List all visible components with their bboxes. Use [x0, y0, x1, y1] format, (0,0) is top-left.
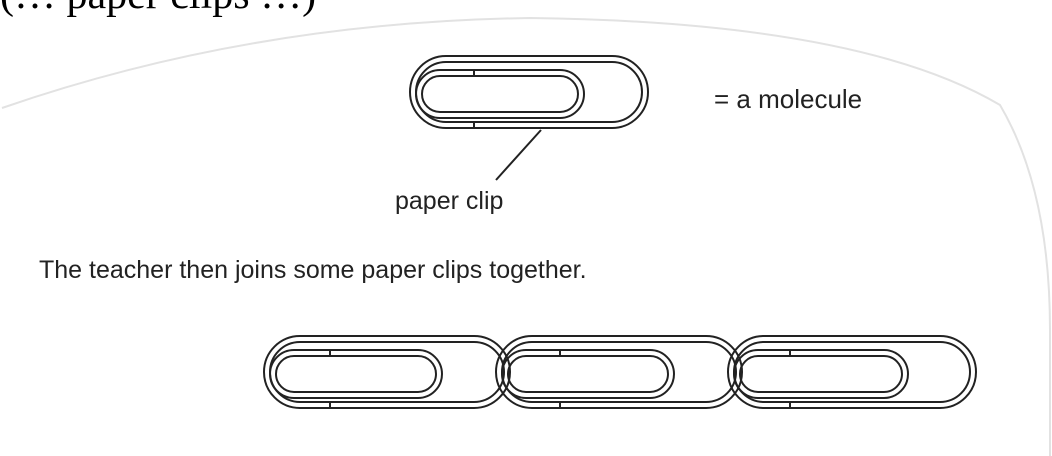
chain-clip-3 — [727, 335, 977, 409]
chain-clip-1 — [263, 335, 511, 409]
instruction-sentence: The teacher then joins some paper clips … — [39, 256, 587, 284]
paper-clip-label: paper clip — [395, 187, 504, 215]
cropped-heading: (… paper clips …) — [0, 0, 316, 16]
chain-clip-2 — [495, 335, 743, 409]
molecule-definition: = a molecule — [714, 84, 863, 114]
